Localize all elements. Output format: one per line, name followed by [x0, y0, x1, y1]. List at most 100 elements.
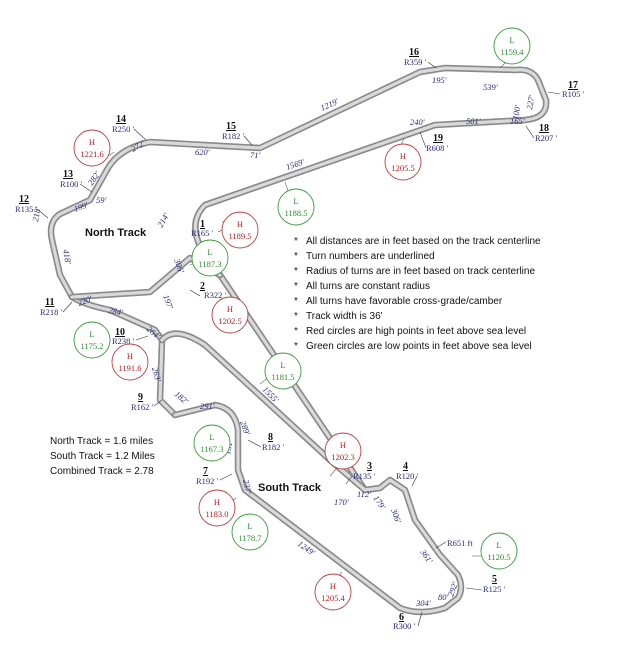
- turn-radius-4: R120 ': [396, 471, 419, 481]
- turn-radius-8: R182 ': [262, 442, 285, 452]
- stat-north-length: North Track = 1.6 miles: [50, 436, 153, 447]
- distance-label: 59': [96, 195, 107, 205]
- turn-radius-11: R218 ': [40, 307, 63, 317]
- elevation-low-marker: L 1188.5: [277, 188, 315, 226]
- turn-number-14: 14: [116, 114, 126, 125]
- distance-label: 306': [389, 506, 404, 524]
- elevation-type: H: [400, 151, 406, 161]
- elevation-high-marker: H 1205.5: [384, 143, 422, 181]
- turn-radius-18: R207 ': [535, 133, 558, 143]
- note-item: * Red circles are high points in feet ab…: [294, 326, 526, 337]
- distance-label: 418': [61, 249, 73, 265]
- track-length-stats: North Track = 1.6 miles South Track = 1.…: [50, 436, 155, 477]
- elevation-type: H: [89, 137, 95, 147]
- note-text: Green circles are low points in feet abo…: [306, 341, 532, 352]
- turn-number-8: 8: [268, 432, 273, 443]
- turn-number-13: 13: [63, 169, 73, 180]
- elevation-high-marker: H 1202.5: [211, 296, 249, 334]
- note-item: * Turn numbers are underlined: [294, 251, 435, 262]
- elevation-type: H: [340, 440, 346, 450]
- distance-label: 620': [195, 147, 210, 157]
- elevation-value: 1205.5: [391, 163, 414, 173]
- elevation-low-marker: L 1120.5: [480, 532, 518, 570]
- notes-list: * All distances are in feet based on the…: [294, 236, 541, 352]
- elevation-low-marker: L 1187.3: [191, 239, 229, 277]
- distance-label: 218': [30, 206, 42, 222]
- elevation-value: 1178.7: [238, 533, 261, 543]
- turn-number-3: 3: [367, 461, 372, 472]
- elevation-high-marker: H 1191.6: [111, 343, 149, 381]
- north-track-label: North Track: [85, 227, 147, 239]
- elevation-type: L: [89, 329, 94, 339]
- note-text: Track width is 36': [306, 311, 383, 322]
- turn-radius-1: R165 ': [191, 228, 214, 238]
- elevation-type: H: [227, 304, 233, 314]
- turn-number-4: 4: [403, 461, 408, 472]
- turn-radius-unnumbered: R651 ft: [447, 538, 473, 548]
- note-item: * Radius of turns are in feet based on t…: [294, 266, 535, 277]
- stat-south-length: South Track = 1.2 Miles: [50, 451, 155, 462]
- distance-label: 263': [150, 366, 163, 383]
- note-bullet: *: [294, 266, 298, 277]
- note-bullet: *: [294, 281, 298, 292]
- elevation-high-marker: H 1183.0: [198, 489, 236, 527]
- turn-number-17: 17: [568, 80, 578, 91]
- turn-radius-9: R162 ': [131, 402, 154, 412]
- elevation-value: 1191.6: [118, 363, 141, 373]
- elevation-type: H: [127, 351, 133, 361]
- elevation-value: 1202.3: [331, 452, 354, 462]
- turn-radius-2: R322 ': [204, 290, 227, 300]
- elevation-type: L: [247, 521, 252, 531]
- turn-number-10: 10: [115, 327, 125, 338]
- turn-radius-16: R359 ': [404, 57, 427, 67]
- turn-radius-13: R100 ': [60, 179, 83, 189]
- turn-radius-19: R608 ': [426, 143, 449, 153]
- elevation-type: H: [330, 581, 336, 591]
- turn-number-2: 2: [200, 281, 205, 292]
- turn-radius-3: R135 ': [353, 471, 376, 481]
- turn-number-7: 7: [203, 466, 208, 477]
- south-track-label: South Track: [258, 482, 322, 494]
- turn-radius-12: R135 ': [15, 204, 38, 214]
- distance-label: 195': [432, 75, 447, 85]
- elevation-type: L: [509, 35, 514, 45]
- turn-number-6: 6: [399, 612, 404, 623]
- distance-label: 539': [483, 82, 498, 92]
- distance-label: 170': [334, 497, 349, 507]
- elevation-value: 1167.3: [200, 444, 223, 454]
- note-text: All turns have favorable cross-grade/cam…: [306, 296, 503, 307]
- elevation-type: L: [207, 247, 212, 257]
- distance-label: 237': [241, 479, 253, 495]
- elevation-markers: L 1159.4 H 1205.5 L 1188.5 H 1221.6 H 11…: [73, 27, 531, 611]
- turn-number-18: 18: [539, 123, 549, 134]
- elevation-value: 1202.5: [218, 316, 241, 326]
- turn-labels: 1 R165 ' 2 R322 ' 3 R135 ' 4 R120 ' 5 R1…: [15, 47, 585, 631]
- turn-number-16: 16: [409, 47, 419, 58]
- distance-label: 179': [371, 493, 388, 511]
- elevation-low-marker: L 1167.3: [193, 424, 231, 462]
- turn-radius-6: R300 ': [393, 621, 416, 631]
- note-bullet: *: [294, 311, 298, 322]
- note-text: All distances are in feet based on the t…: [306, 236, 541, 247]
- elevation-type: L: [293, 196, 298, 206]
- distance-label: 501': [466, 116, 481, 126]
- distance-label: 304': [415, 598, 431, 608]
- turn-radius-7: R192 ': [196, 476, 219, 486]
- distance-label: 214': [155, 211, 171, 229]
- elevation-high-marker: H 1205.4: [314, 573, 352, 611]
- elevation-low-marker: L 1175.2: [73, 321, 111, 359]
- radius-leaders: [36, 61, 561, 627]
- distance-label: 165': [510, 116, 525, 126]
- elevation-low-marker: L 1181.5: [264, 352, 302, 390]
- note-item: * All turns are constant radius: [294, 281, 430, 292]
- distance-label: 112': [357, 489, 371, 499]
- elevation-value: 1205.4: [321, 593, 345, 603]
- note-item: * Green circles are low points in feet a…: [294, 341, 532, 352]
- distance-label: 289': [238, 419, 252, 436]
- stat-combined-length: Combined Track = 2.78: [50, 466, 154, 477]
- turn-radius-5: R125 ': [483, 584, 506, 594]
- turn-number-9: 9: [138, 392, 143, 403]
- elevation-value: 1183.0: [205, 509, 228, 519]
- note-item: * Track width is 36': [294, 311, 383, 322]
